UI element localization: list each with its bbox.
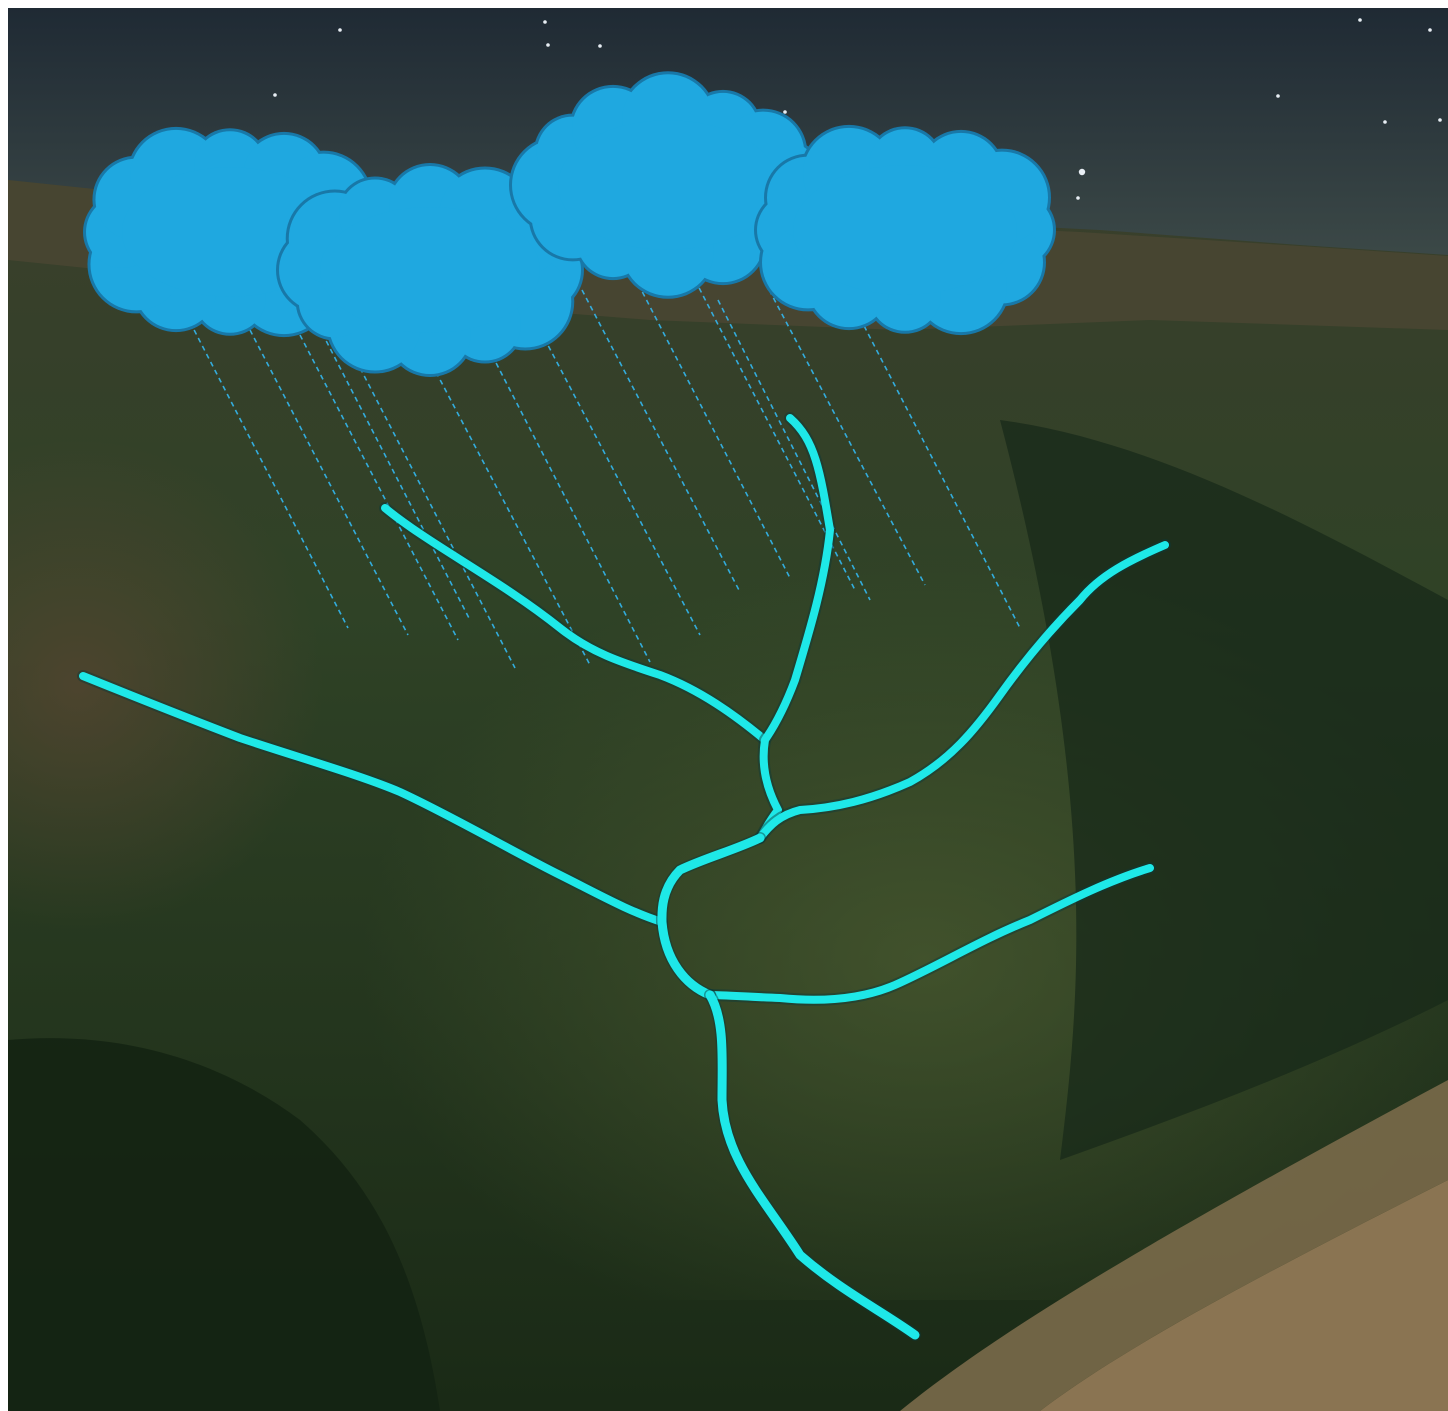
stream-upper-left-tributary (381, 504, 769, 744)
stream-far-left-tributary (79, 672, 666, 926)
clouds (83, 71, 1056, 377)
rain-lines (189, 267, 1021, 669)
dark-forest-right (1000, 420, 1448, 1160)
rain-line (629, 267, 791, 579)
star (1383, 120, 1387, 124)
stream-network (77, 412, 1171, 1341)
rain-cloud (276, 163, 584, 377)
rain-line (859, 317, 1021, 629)
star (1076, 196, 1080, 200)
star (1438, 118, 1442, 122)
star (273, 93, 277, 97)
rain-line (539, 329, 701, 636)
rain-line (355, 359, 516, 669)
star (783, 110, 787, 114)
rain-line (299, 334, 459, 641)
star (338, 28, 342, 32)
rain-line (764, 281, 926, 586)
star (1078, 168, 1086, 176)
star (543, 20, 547, 24)
rain-line (317, 324, 471, 621)
rain-line (717, 299, 871, 601)
star (598, 44, 602, 48)
stream-upper-middle-tributary (756, 414, 834, 842)
stream-central-trunk (657, 833, 765, 1000)
rain-cloud (754, 124, 1056, 336)
star (1428, 28, 1432, 32)
rain-line (435, 371, 591, 666)
stream-outlet-channel (705, 990, 920, 1340)
stream-lower-right-tributary (706, 864, 1154, 1004)
river-bank (900, 1080, 1448, 1411)
star (1276, 94, 1280, 98)
plain (1040, 1180, 1448, 1411)
star (1358, 18, 1362, 22)
star (546, 43, 550, 47)
stream-upper-right-tributary (756, 541, 1169, 842)
rain-line (249, 329, 409, 636)
rain-line (581, 289, 741, 593)
rain-line (491, 354, 651, 663)
rain-line (189, 321, 349, 629)
dark-forest-left (8, 1038, 440, 1411)
